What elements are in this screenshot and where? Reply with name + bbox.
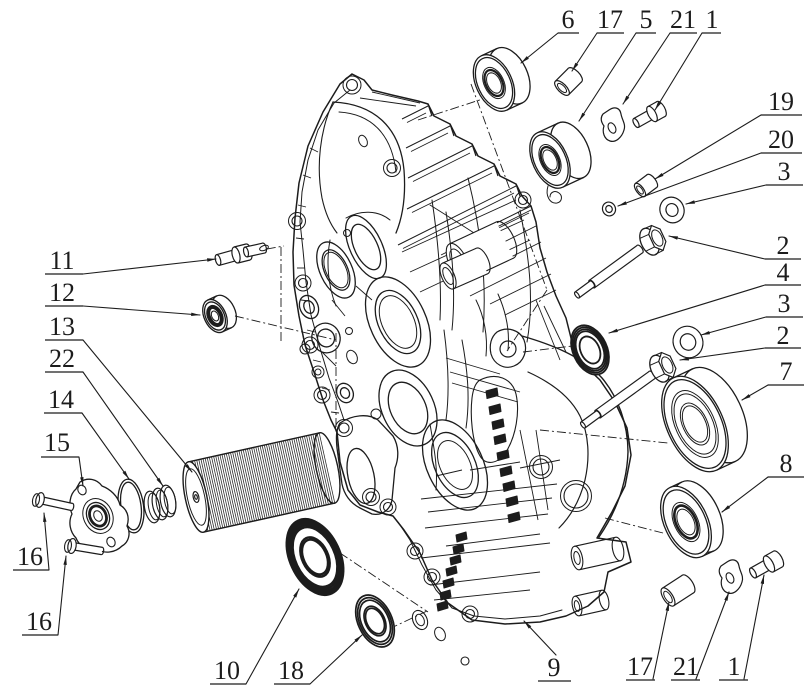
- svg-text:9: 9: [548, 653, 561, 682]
- svg-text:22: 22: [49, 344, 75, 373]
- svg-text:21: 21: [670, 5, 696, 34]
- svg-text:11: 11: [49, 246, 74, 275]
- svg-text:1: 1: [706, 5, 719, 34]
- svg-text:18: 18: [278, 656, 304, 685]
- svg-text:3: 3: [778, 157, 791, 186]
- svg-text:19: 19: [768, 87, 794, 116]
- svg-text:6: 6: [562, 5, 575, 34]
- svg-text:15: 15: [44, 428, 70, 457]
- svg-text:17: 17: [597, 5, 623, 34]
- svg-text:14: 14: [48, 385, 74, 414]
- svg-text:2: 2: [777, 321, 790, 350]
- svg-text:7: 7: [780, 357, 793, 386]
- svg-text:5: 5: [640, 5, 653, 34]
- svg-text:16: 16: [17, 542, 43, 571]
- svg-text:8: 8: [780, 449, 793, 478]
- svg-text:13: 13: [49, 312, 75, 341]
- svg-text:16: 16: [26, 607, 52, 636]
- svg-text:3: 3: [778, 289, 791, 318]
- svg-text:4: 4: [777, 258, 790, 287]
- svg-text:2: 2: [777, 231, 790, 260]
- svg-text:20: 20: [768, 125, 794, 154]
- svg-text:17: 17: [627, 652, 653, 681]
- svg-text:10: 10: [214, 656, 240, 685]
- svg-text:1: 1: [728, 652, 741, 681]
- svg-text:12: 12: [49, 278, 75, 307]
- svg-text:21: 21: [673, 652, 699, 681]
